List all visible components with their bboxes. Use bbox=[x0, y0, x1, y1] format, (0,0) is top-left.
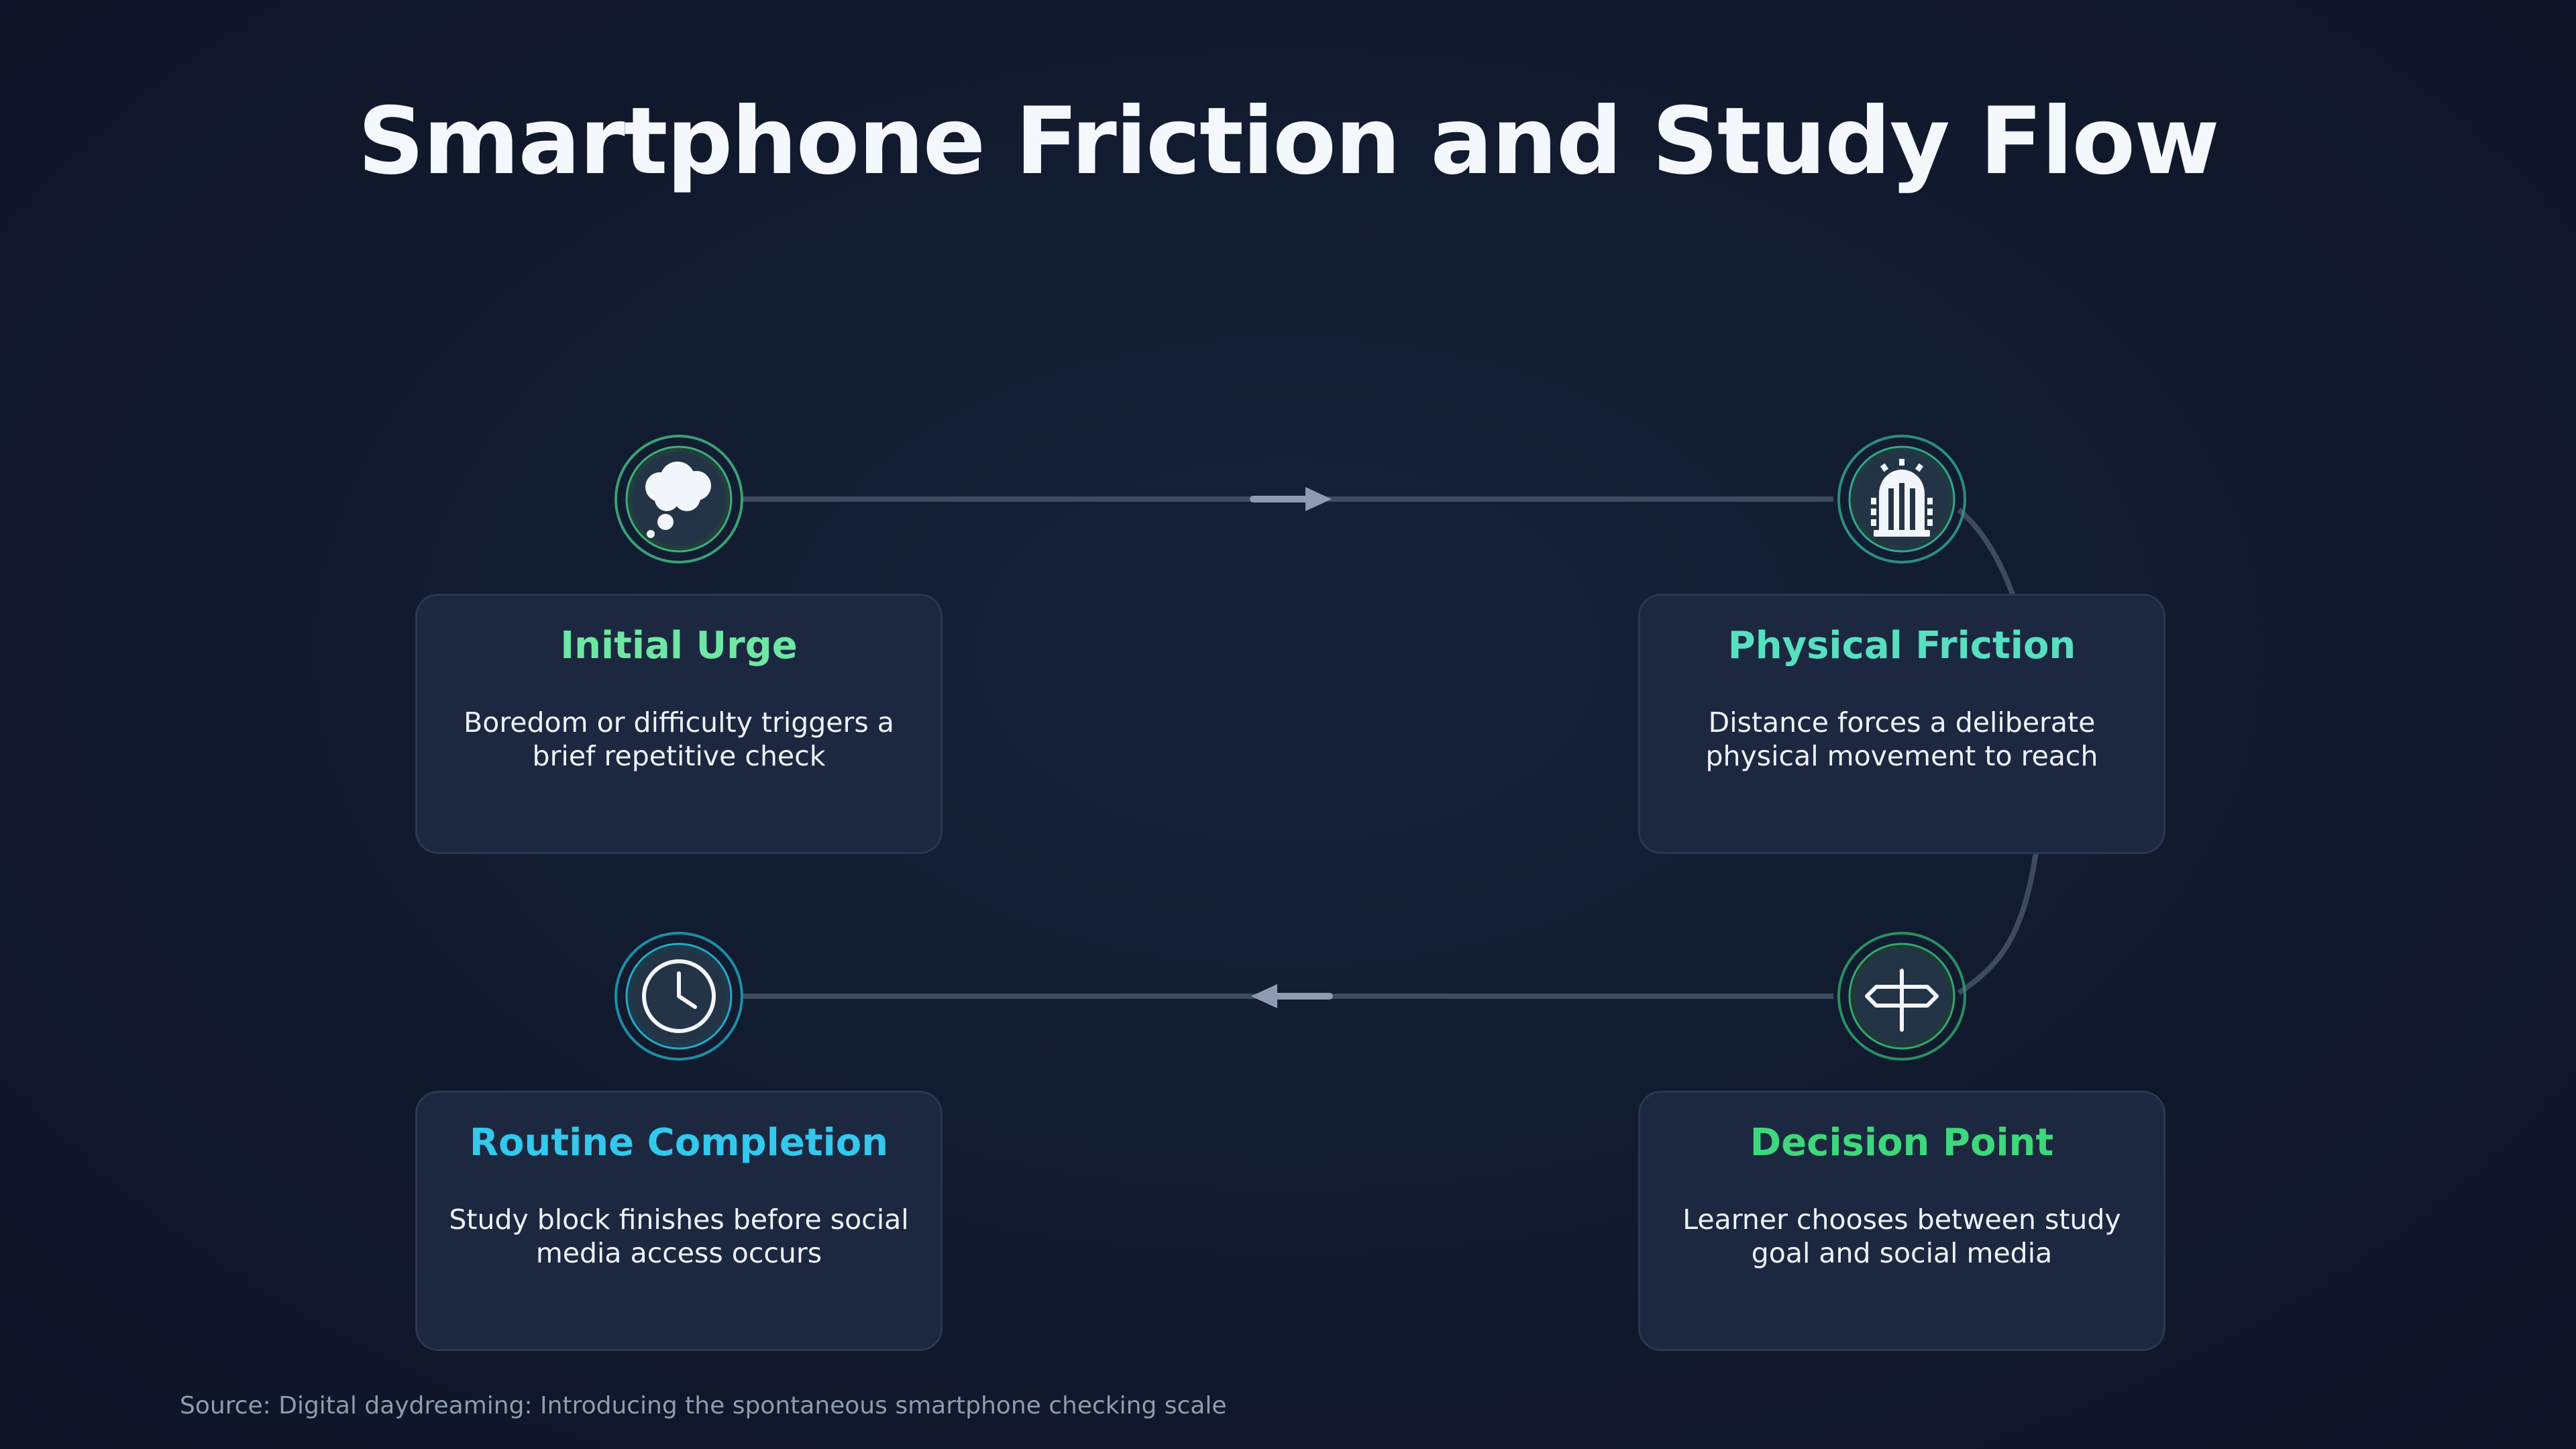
arrow-left-icon bbox=[1251, 984, 1333, 1008]
step-title: Initial Urge bbox=[560, 624, 798, 667]
step-title: Routine Completion bbox=[469, 1121, 889, 1165]
arrow-right-icon bbox=[1250, 487, 1332, 511]
step-card-routine-completion: Routine Completion Study block finishes … bbox=[415, 1091, 943, 1351]
step-card-decision-point: Decision Point Learner chooses between s… bbox=[1638, 1091, 2165, 1351]
step-description: Distance forces a deliberate physical mo… bbox=[1705, 706, 2098, 772]
signpost-icon bbox=[1835, 929, 1969, 1063]
step-title: Decision Point bbox=[1750, 1121, 2054, 1165]
step-description: Study block finishes before social media… bbox=[449, 1203, 909, 1269]
step-card-physical-friction: Physical Friction Distance forces a deli… bbox=[1638, 594, 2165, 854]
page-title: Smartphone Friction and Study Flow bbox=[358, 87, 2219, 195]
source-citation: Source: Digital daydreaming: Introducing… bbox=[180, 1392, 1227, 1419]
thought-bubble-icon bbox=[612, 432, 746, 566]
doorway-arch-icon bbox=[1835, 432, 1969, 566]
clock-icon bbox=[612, 929, 746, 1063]
step-title: Physical Friction bbox=[1727, 624, 2076, 667]
step-description: Boredom or difficulty triggers a brief r… bbox=[464, 706, 894, 772]
step-description: Learner chooses between study goal and s… bbox=[1682, 1203, 2121, 1269]
step-card-initial-urge: Initial Urge Boredom or difficulty trigg… bbox=[415, 594, 943, 854]
